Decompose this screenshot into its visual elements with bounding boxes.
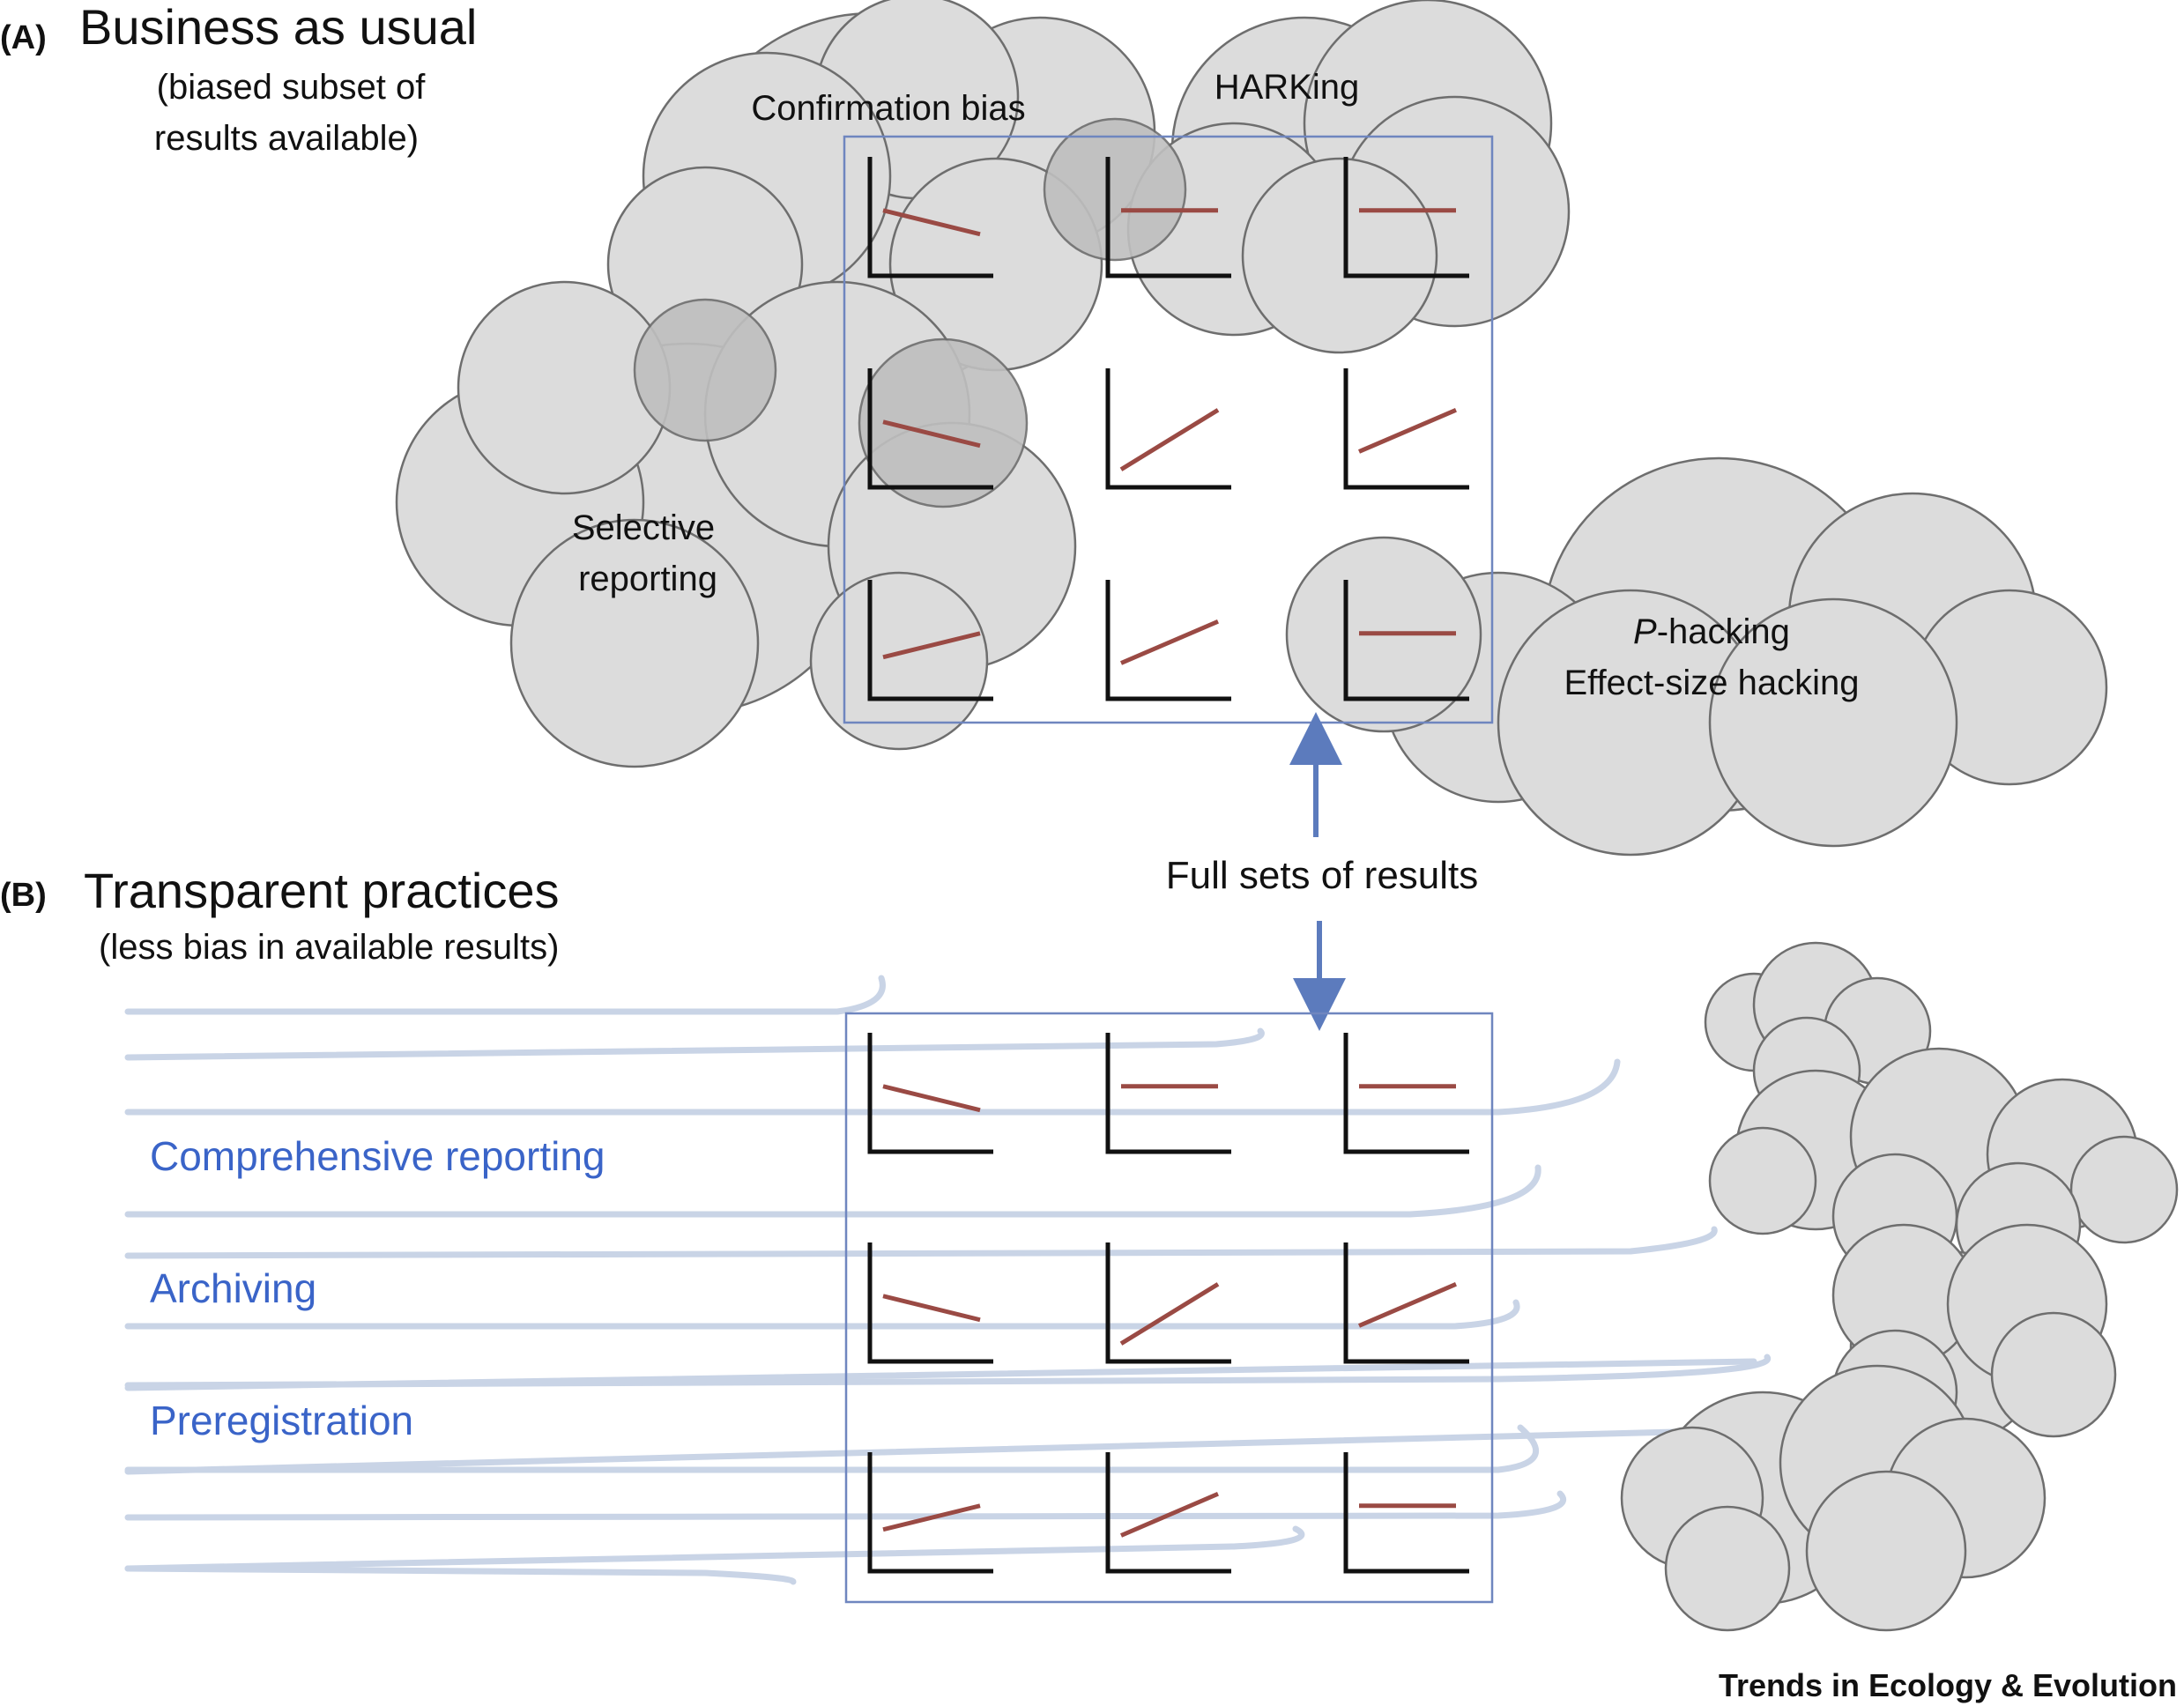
panel-a-subtitle-2: results available): [154, 119, 419, 158]
b-plot-trend-6: [1358, 1281, 1457, 1328]
b-plot-axes-6: [1343, 1242, 1469, 1364]
results-box-a: [843, 135, 1494, 724]
a-plot-trend-8: [1120, 619, 1219, 665]
panel-b-letter: (B): [0, 877, 47, 914]
practice-archiving: Archiving: [150, 1265, 316, 1311]
cloud-harking: [1126, 0, 1571, 354]
panel-a-subtitle-1: (biased subset of: [157, 68, 427, 107]
b-plot-axes-5: [1105, 1242, 1231, 1364]
b-plot-axes-4: [867, 1242, 993, 1364]
b-plot-axes-9: [1343, 1452, 1469, 1574]
a-plot-axes-5: [1105, 368, 1231, 490]
plot-grid-a: [867, 157, 1469, 701]
a-plot-axes-6: [1343, 368, 1469, 490]
wind-lines: [124, 975, 1772, 1585]
label-selective-reporting-1: Selective: [572, 508, 715, 547]
footer-journal: Trends in Ecology & Evolution: [1719, 1667, 2177, 1703]
a-plot-axes-3: [1343, 157, 1469, 278]
b-plot-trend-5: [1119, 1282, 1220, 1346]
results-box-b: [844, 1012, 1494, 1604]
a-plot-trend-7: [882, 631, 981, 660]
b-plot-trend-7: [882, 1503, 981, 1532]
a-plot-trend-1: [882, 208, 981, 237]
a-plot-trend-5: [1119, 408, 1220, 471]
b-plot-trend-1: [882, 1084, 981, 1113]
a-plot-trend-4: [882, 419, 981, 449]
b-plot-axes-7: [867, 1452, 993, 1574]
b-plot-axes-2: [1105, 1033, 1231, 1154]
b-plot-axes-1: [867, 1033, 993, 1154]
practice-comprehensive-reporting: Comprehensive reporting: [150, 1133, 605, 1179]
panel-b-title: Transparent practices: [84, 863, 560, 918]
label-confirmation-bias: Confirmation bias: [751, 89, 1025, 128]
b-plot-axes-3: [1343, 1033, 1469, 1154]
cloud-drifting-4: [1620, 1364, 2047, 1632]
label-p-hacking: P-hacking: [1633, 612, 1790, 651]
a-plot-axes-9: [1343, 580, 1469, 701]
a-plot-axes-8: [1105, 580, 1231, 701]
b-plot-trend-8: [1120, 1491, 1219, 1538]
panel-a-letter: (A): [0, 19, 47, 56]
a-plot-axes-4: [867, 368, 993, 490]
a-plot-axes-1: [867, 157, 993, 278]
cloud-p-hacking: [1285, 456, 2108, 857]
b-plot-axes-8: [1105, 1452, 1231, 1574]
practice-preregistration: Preregistration: [150, 1398, 413, 1443]
plot-grid-b: [867, 1033, 1469, 1574]
panel-b-subtitle: (less bias in available results): [99, 928, 559, 967]
label-selective-reporting-2: reporting: [578, 560, 717, 598]
label-harking: HARKing: [1215, 68, 1360, 107]
full-sets-label: Full sets of results: [1166, 854, 1479, 897]
a-plot-axes-2: [1105, 157, 1231, 278]
b-plot-trend-4: [882, 1294, 981, 1323]
a-plot-trend-6: [1358, 407, 1457, 454]
label-effect-size-hacking: Effect-size hacking: [1564, 664, 1860, 702]
a-plot-axes-7: [867, 580, 993, 701]
panel-a-title: Business as usual: [79, 0, 477, 55]
cloud-overlap-regions: [633, 117, 1187, 508]
